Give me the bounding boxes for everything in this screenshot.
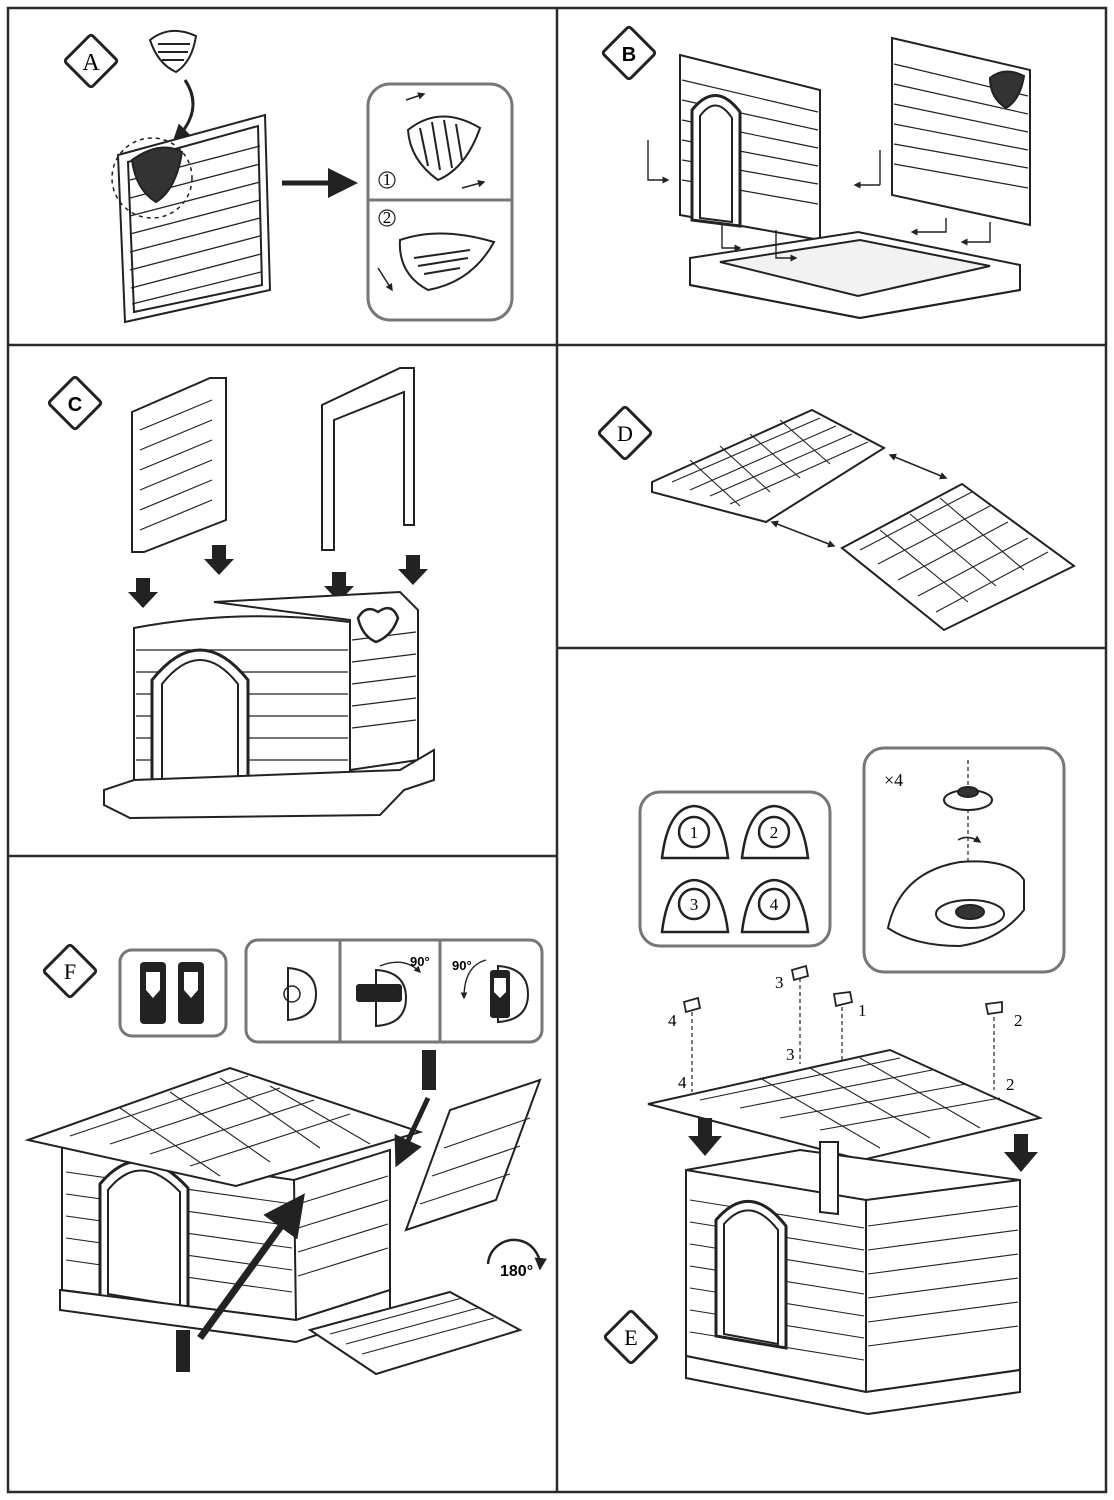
cap-1: 1: [690, 823, 699, 842]
join-arrow-bottom: [770, 520, 836, 548]
latch-bottom-icon: [176, 1330, 190, 1372]
step-c-label: C: [68, 394, 82, 416]
panel-f: F 90° 90°: [24, 938, 547, 1376]
step-f-badge: F: [42, 943, 98, 999]
hole-label-2: 2: [1006, 1075, 1015, 1094]
fastener-detail-box: ×4: [862, 746, 1066, 974]
step-d-badge: D: [597, 405, 653, 461]
latch-bottom-arrow: [197, 1193, 305, 1341]
join-arrow-top: [888, 453, 948, 480]
step-f-label: F: [64, 959, 76, 984]
cap-4: 4: [770, 895, 779, 914]
placement-arrows: [647, 140, 991, 262]
panel-d: D: [597, 405, 1076, 632]
back-wall-panel: [111, 113, 272, 324]
panel-b: B: [601, 25, 1031, 320]
house-with-opening-roof: [24, 1066, 523, 1376]
latch-pair-box: [118, 948, 228, 1038]
vent-detail-box: 1 2: [366, 82, 514, 322]
cap-3: 3: [690, 895, 699, 914]
sub-step-2: 2: [383, 208, 392, 227]
rear-wall-panel: [891, 36, 1031, 227]
floor-base: [689, 230, 1021, 320]
roof-down-arrows: [688, 1118, 1038, 1172]
hole-label-4: 4: [678, 1073, 687, 1092]
roof-half-left: [651, 408, 887, 524]
latch-top-icon: [422, 1050, 436, 1090]
quantity-label: ×4: [884, 770, 903, 790]
step-d-label: D: [617, 421, 633, 446]
side-wall-panel-left: [131, 377, 227, 553]
step-b-label: B: [622, 44, 636, 66]
cap-2: 2: [770, 823, 779, 842]
rotate-180-label: 180°: [500, 1263, 533, 1280]
roof-assembly: [647, 1048, 1044, 1162]
insert-arrow: [172, 79, 195, 143]
step-c-badge: C: [47, 375, 103, 431]
panel-e: 1 2 3 4 ×4: [603, 746, 1066, 1416]
side-wall-frame-right: [321, 367, 415, 551]
sub-step-1: 1: [383, 170, 392, 189]
step-e-badge: E: [603, 1309, 659, 1365]
cap-label-3: 3: [775, 973, 784, 992]
down-arrows: [128, 545, 428, 608]
rotate-angle-1: 90°: [410, 954, 430, 969]
partial-house: [103, 590, 435, 820]
panel-grid: [6, 6, 1108, 1494]
step-a-badge: A: [63, 33, 119, 89]
front-wall-panel: [679, 53, 821, 242]
panel-c: C: [47, 367, 435, 820]
vent-icon: [148, 29, 198, 74]
hole-label-3: 3: [786, 1045, 795, 1064]
cap-label-2: 2: [1014, 1011, 1023, 1030]
rotate-angle-2: 90°: [452, 958, 472, 973]
cap-order-box: 1 2 3 4: [638, 790, 832, 948]
cap-label-1: 1: [858, 1001, 867, 1020]
roof-half-right: [840, 482, 1076, 632]
step-a-label: A: [82, 50, 100, 76]
rotate-180-icon: 180°: [486, 1238, 547, 1280]
step-e-label: E: [624, 1325, 637, 1350]
cap-label-4: 4: [668, 1011, 677, 1030]
house-body: [685, 1141, 1021, 1416]
detached-side-panel: [404, 1078, 542, 1232]
latch-rotation-box: 90° 90°: [244, 938, 544, 1044]
latch-top-arrow: [394, 1096, 431, 1168]
step-b-badge: B: [601, 25, 657, 81]
panel-a: A 1 2: [63, 29, 514, 324]
